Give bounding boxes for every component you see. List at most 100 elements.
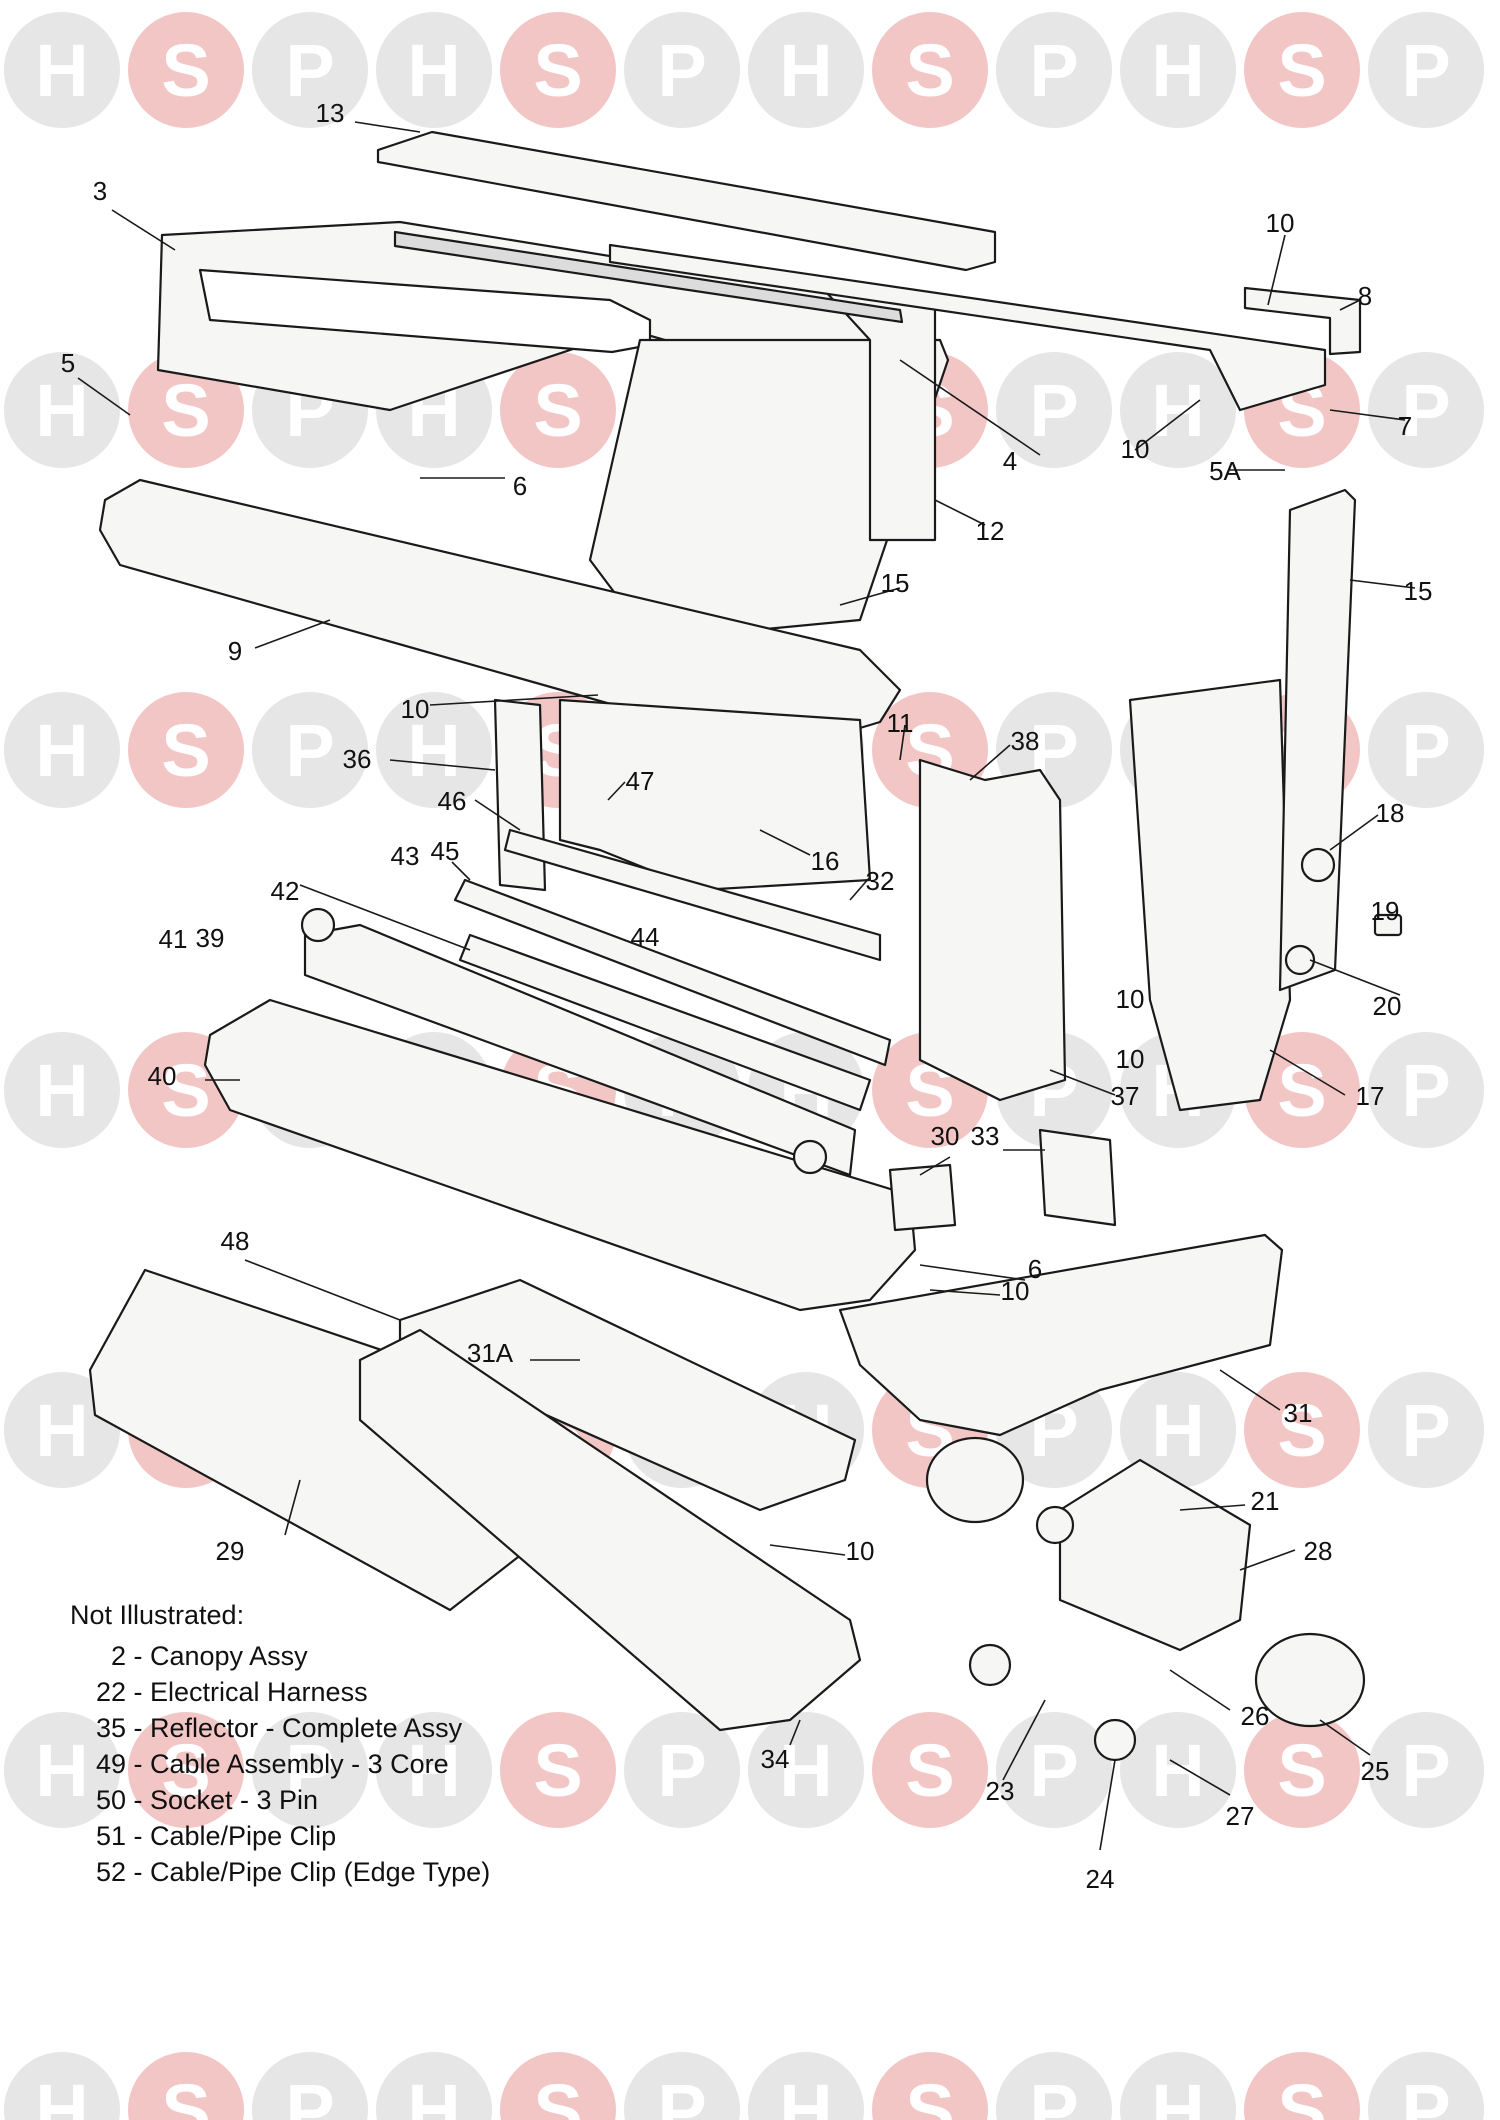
watermark-letter: H	[407, 709, 460, 792]
watermark-circle	[624, 12, 740, 128]
part-lamp-25	[1254, 1632, 1366, 1728]
watermark-circle	[4, 692, 120, 808]
item-description: - Canopy Assy	[126, 1641, 308, 1671]
callout-hearth: 40	[148, 1061, 177, 1091]
part-box	[1038, 1128, 1117, 1227]
watermark-circle	[1244, 1712, 1360, 1828]
watermark-circle	[500, 12, 616, 128]
watermark-circle	[128, 352, 244, 468]
watermark-letter: P	[1401, 2069, 1450, 2120]
part-canopy-hood	[588, 338, 950, 642]
item-description: - Cable/Pipe Clip	[126, 1821, 337, 1851]
part-chassis	[1128, 678, 1292, 1112]
watermark-letter: H	[35, 29, 88, 112]
callout-screw: 10	[1116, 1044, 1145, 1074]
parts-drawing	[88, 130, 1362, 1732]
item-number: 50	[95, 1785, 126, 1815]
callout-knob: 39	[196, 923, 225, 953]
part-front-trim	[98, 478, 902, 754]
part-grille	[393, 230, 904, 324]
callout-box: 33	[971, 1121, 1000, 1151]
watermark-circle	[252, 12, 368, 128]
callout-tray: 29	[216, 1536, 245, 1566]
watermark-circle	[252, 2052, 368, 2120]
watermark-circle	[1368, 1032, 1484, 1148]
watermark-letter: H	[1151, 369, 1204, 452]
callout-switch: 19	[1371, 896, 1400, 926]
part-switch-19	[1373, 913, 1403, 937]
callout-front-trim: 9	[228, 636, 242, 666]
item-number: 52	[95, 1857, 126, 1887]
callout-lamp-holder: 21	[1251, 1486, 1280, 1516]
callout-side-panel: 38	[1011, 726, 1040, 756]
callout-top-trim: 13	[316, 98, 345, 128]
watermark-letter: H	[779, 29, 832, 112]
watermark-circle	[4, 12, 120, 128]
part-control-18	[1300, 847, 1336, 883]
not-illustrated-item: 51 - Cable/Pipe Clip	[70, 1818, 490, 1854]
callout-side-panel: 15	[1404, 576, 1433, 606]
watermark-circle	[1120, 2052, 1236, 2120]
callout-side-cover: 7	[1398, 411, 1412, 441]
part-base-trim	[838, 1233, 1284, 1437]
callout-screw: 10	[1116, 984, 1145, 1014]
watermark-circle	[1368, 1712, 1484, 1828]
part-lamp-holder	[1058, 1458, 1252, 1652]
watermark-circle	[376, 1712, 492, 1828]
watermark-letter: P	[1401, 369, 1450, 452]
part-lampholder-24	[1093, 1718, 1137, 1762]
callout-grille: 4	[1003, 446, 1017, 476]
callout-bracket: 32	[866, 866, 895, 896]
watermark-letter: P	[285, 1729, 334, 1812]
watermark-letter: S	[1277, 2069, 1326, 2120]
watermark-circle	[376, 2052, 492, 2120]
watermark-letter: H	[1151, 29, 1204, 112]
part-lampholder-left	[968, 1643, 1012, 1687]
watermark-letter: S	[1277, 1049, 1326, 1132]
callout-screw: 10	[1266, 208, 1295, 238]
not-illustrated-item: 2 - Canopy Assy	[70, 1638, 490, 1674]
callout-side-panel: 15	[881, 568, 910, 598]
callout-canopy: 3	[93, 176, 107, 206]
callout-rail: 45	[431, 836, 460, 866]
part-knob-front	[792, 1139, 828, 1175]
watermark-letter: S	[1277, 29, 1326, 112]
part-knob-39	[300, 907, 336, 943]
watermark-letter: H	[35, 369, 88, 452]
watermark-letter: P	[1401, 1389, 1450, 1472]
callout-base-trim: 31	[1284, 1398, 1313, 1428]
callout-screw: 10	[401, 694, 430, 724]
watermark-letter: P	[657, 29, 706, 112]
callout-rail: 46	[438, 786, 467, 816]
watermark-circle	[1244, 12, 1360, 128]
callout-screw: 47	[626, 766, 655, 796]
watermark-letter: P	[1029, 2069, 1078, 2120]
part-fret	[303, 923, 857, 1177]
item-description: - Cable/Pipe Clip (Edge Type)	[126, 1857, 491, 1887]
watermark-circle	[128, 692, 244, 808]
watermark-letter: S	[161, 29, 210, 112]
callout-rear-panel: 12	[976, 516, 1005, 546]
item-number: 2	[110, 1641, 126, 1671]
watermark-circle	[624, 1712, 740, 1828]
item-number: 35	[95, 1713, 126, 1743]
item-description: - Reflector - Complete Assy	[126, 1713, 463, 1743]
watermark-letter: P	[1401, 29, 1450, 112]
watermark-circle	[1120, 1372, 1236, 1488]
watermark-letter: P	[1029, 369, 1078, 452]
watermark-circle	[624, 2052, 740, 2120]
watermark-circle	[748, 2052, 864, 2120]
circular-parts	[300, 847, 1403, 1762]
watermark-letter: S	[533, 369, 582, 452]
watermark-circle	[128, 2052, 244, 2120]
item-number: 49	[95, 1749, 126, 1779]
watermark-circle	[1244, 2052, 1360, 2120]
item-number: 51	[95, 1821, 126, 1851]
callout-ornament: 31A	[467, 1338, 514, 1368]
watermark-circle	[1120, 1712, 1236, 1828]
watermark-letter: S	[161, 369, 210, 452]
callout-screw: 10	[846, 1536, 875, 1566]
